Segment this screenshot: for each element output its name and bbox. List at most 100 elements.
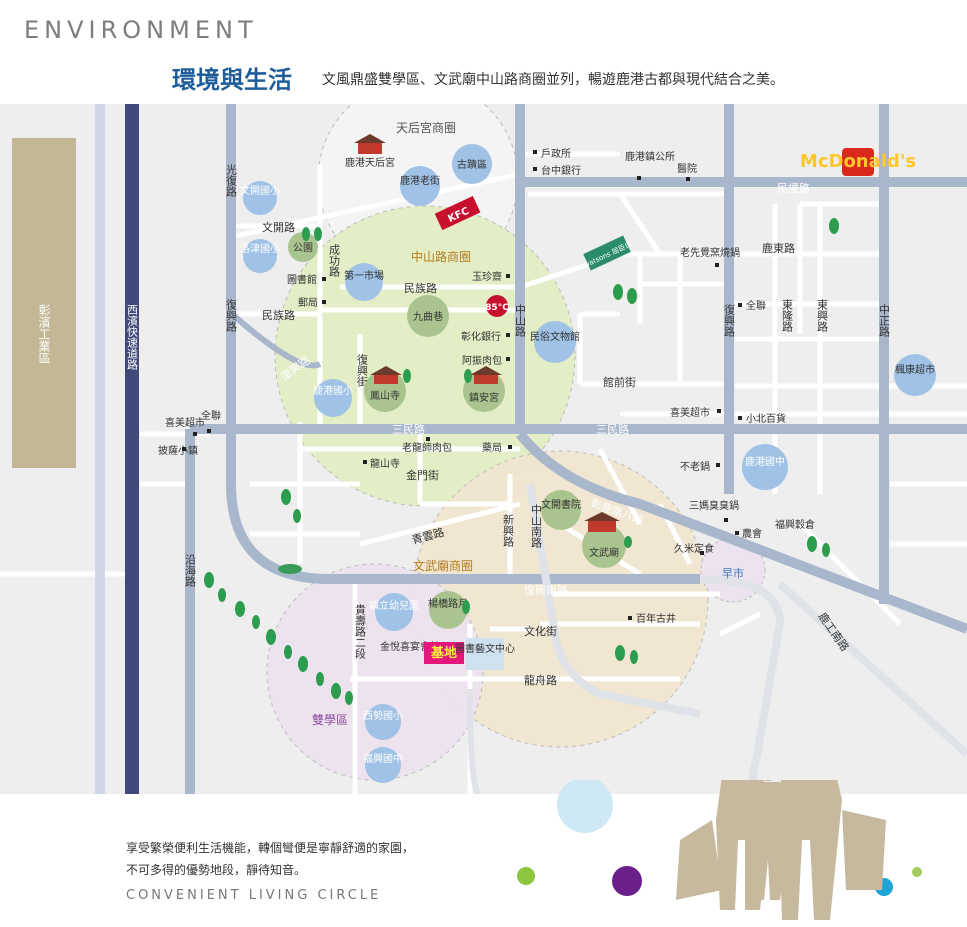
- road-label-fuxing-east: 復興路: [723, 304, 736, 338]
- road-label-dong-xing: 東興路: [816, 299, 829, 333]
- poi-bulao: 不老鍋: [680, 460, 710, 473]
- poi-xiaobei: 小北百貨: [746, 412, 786, 425]
- poi-diyi-market-label: 第一市場: [344, 269, 384, 282]
- poi-gongyuan: [288, 232, 318, 262]
- page-subtitle: 文風鼎盛雙學區、文武廟中山路商圈並列，暢遊鹿港古都與現代結合之美。: [322, 72, 784, 88]
- poi-wenkai-school: [243, 181, 277, 215]
- poi-library: 圖書館: [287, 273, 317, 286]
- road-label-yanhai: 沿海路: [184, 554, 197, 588]
- temple-icon: [370, 366, 402, 384]
- road-label-fuxing: 復興路: [225, 299, 238, 333]
- poi-yangqiao: [429, 591, 467, 629]
- poi-minsu: [534, 321, 576, 363]
- poi-xishi-school: [365, 704, 401, 740]
- poi-pisa: 披薩小鎮: [158, 444, 198, 457]
- poi-wenkai-academy: [541, 490, 581, 530]
- road-label-xibin: 西濱快速道路: [126, 304, 139, 371]
- road-label-dong-long: 東隆路: [781, 299, 794, 333]
- poi-jiumi: 久米定食: [674, 542, 714, 555]
- major-roads: [185, 104, 967, 794]
- area-map: 彰濱工業區 西濱快速道路 光復路 復興路 成功路 復興街 中山路 復興路 東隆路…: [0, 104, 967, 794]
- mcd-logo-label: McDonald's: [800, 151, 916, 172]
- poi-luojin-school: [243, 239, 277, 273]
- poi-bainian: 百年古井: [636, 612, 676, 625]
- environment-heading: ENVIRONMENT: [24, 16, 258, 44]
- poi-wenwu-temple: [582, 524, 626, 568]
- poi-tianhou-label: 鹿港天后宮: [345, 156, 395, 169]
- poi-lugang-laojie-label: 鹿港老街: [400, 174, 440, 187]
- road-label-fuxing-s: 復興南路: [524, 584, 568, 597]
- road-label-guisheng: 貴壽路二段: [354, 603, 367, 660]
- poi-sanma: 三媽臭臭鍋: [689, 499, 739, 512]
- road-label-zhongshan-s: 中山南路: [530, 504, 543, 549]
- poi-laolong: 老龍師肉包: [402, 441, 452, 454]
- poi-kindergarten: [375, 593, 413, 631]
- poi-town-office: 鹿港鎮公所: [625, 150, 675, 163]
- base-site-marker: [424, 642, 464, 664]
- poi-fuxing-school-label: 福興國中: [363, 752, 403, 765]
- road-label-minzu2: 民族路: [404, 281, 437, 295]
- poi-wenkai-academy-label: 文開書院: [541, 498, 581, 511]
- poi-longshan: 龍山寺: [370, 457, 400, 470]
- road-label-fuxing-st: 復興街: [356, 354, 369, 388]
- road-label-sanmin2: 三民路: [596, 423, 629, 436]
- footer-decoration: [517, 780, 922, 920]
- poi-xishi-school-label: 西勢國小: [363, 709, 403, 722]
- poi-pharmacy: 藥局: [482, 442, 502, 454]
- poi-xima: 喜美超市: [670, 406, 710, 419]
- family-silhouette-icon: [676, 780, 886, 920]
- poi-hospital: 醫院: [677, 162, 697, 175]
- poi-xima2: 喜美超市: [165, 416, 205, 429]
- temple-icon: [584, 512, 620, 532]
- poi-fuxing-school: [365, 747, 401, 783]
- mcd-logo: [842, 148, 874, 176]
- industrial-zone-label: 彰濱工業區: [37, 303, 51, 364]
- tree-icons: [204, 218, 839, 705]
- poi-zhenan-temple-label: 鎮安宮: [469, 391, 499, 404]
- poi-jiuqu: [407, 295, 449, 337]
- zone-label-morning-market: 早市: [722, 566, 744, 580]
- road-label-minquan: 民權路: [777, 182, 810, 195]
- poi-huzhengsuo: 戶政所: [541, 147, 571, 160]
- poi-azhen: 阿振肉包: [462, 354, 502, 367]
- decor-dot: [557, 780, 613, 833]
- road-label-guijie: 館前街: [603, 375, 636, 389]
- temple-icon: [354, 134, 386, 154]
- industrial-zone: [12, 138, 76, 468]
- base-site-label: 基地: [430, 645, 457, 661]
- culture-center-label: 圖書藝文中心: [455, 642, 515, 655]
- fuxing-road-curve: [230, 311, 322, 369]
- road-label-xinxing: 新興路: [502, 513, 515, 548]
- poi-luojin-school-label: 洛津國小: [240, 242, 280, 255]
- page-title: 環境與生活: [172, 66, 292, 94]
- zone-label-tianhou: 天后宮商圈: [396, 120, 456, 135]
- poi-quanlian2: 全聯: [201, 409, 221, 422]
- footer-line-2: 不可多得的優勢地段，靜待知音。: [126, 863, 307, 877]
- road-label-minzu: 民族路: [262, 308, 295, 322]
- culture-center-box: [466, 638, 504, 670]
- poi-lugang-junior-label: 鹿港國中: [745, 455, 785, 468]
- b85-logo-label: 85°C: [485, 303, 509, 313]
- poi-police: 郵局: [298, 297, 318, 309]
- poi-gujiqu-label: 古蹟區: [457, 158, 487, 171]
- poi-lugang-school: [314, 379, 352, 417]
- poi-taizhong-bank: 台中銀行: [541, 164, 581, 177]
- poi-minsu-label: 民俗文物館: [530, 330, 580, 343]
- poi-fuxing-grain: 福興穀倉: [775, 518, 815, 531]
- road-label-zhongzheng: 中正路: [878, 304, 891, 338]
- poi-fengshan-temple-label: 鳳山寺: [370, 390, 400, 402]
- zone-label-wenwu: 文武廟商圈: [413, 558, 473, 573]
- road-label-zhongshan: 中山路: [514, 304, 527, 338]
- poi-wenkai-school-label: 文開國小: [240, 184, 280, 197]
- footer-english-caption: CONVENIENT LIVING CIRCLE: [126, 888, 382, 903]
- poi-gujiqu: [452, 144, 492, 184]
- zone-label-school: 雙學區: [312, 713, 348, 727]
- poi-wenwu-temple-label: 文武廟: [589, 546, 619, 559]
- poi-lugang-school-label: 鹿港國小: [313, 384, 353, 397]
- poi-gongyuan-label: 公園: [293, 242, 313, 254]
- road-label-longzhou: 龍舟路: [524, 673, 557, 687]
- poi-yangqiao-label: 楊橋路月: [428, 597, 468, 610]
- decor-dot: [612, 866, 642, 896]
- poi-laoxian: 老先覺窯燒鍋: [680, 246, 740, 259]
- footer-line-1: 享受繁榮便利生活機能，轉個彎便是寧靜舒適的家園，: [126, 841, 415, 855]
